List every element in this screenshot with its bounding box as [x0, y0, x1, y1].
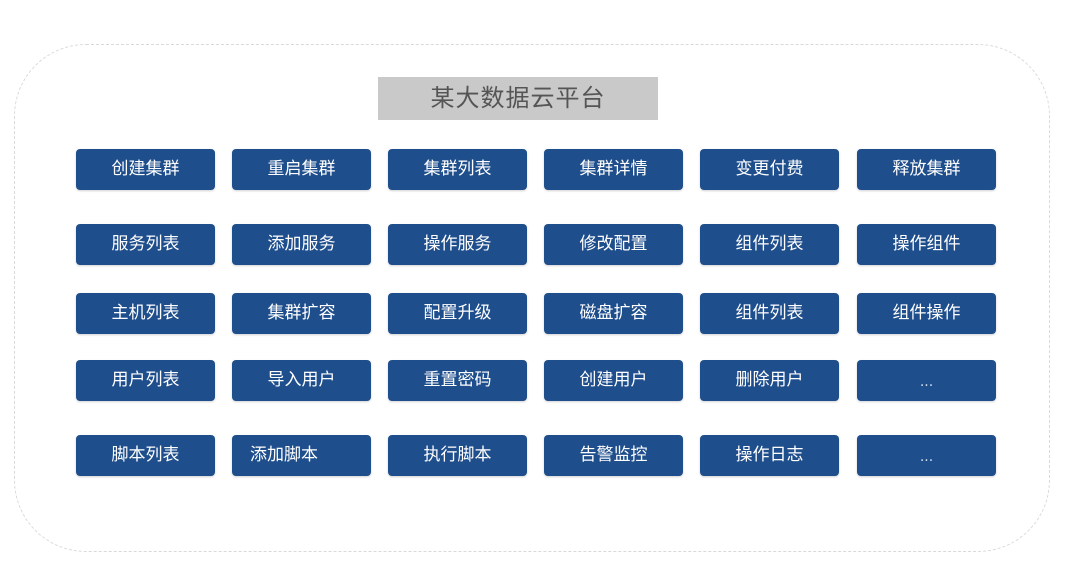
- reset-password-button[interactable]: 重置密码: [388, 360, 527, 401]
- delete-user-button[interactable]: 删除用户: [700, 360, 839, 401]
- component-list-button[interactable]: 组件列表: [700, 224, 839, 265]
- more-script-actions-button[interactable]: ...: [857, 435, 996, 476]
- component-list-button-2[interactable]: 组件列表: [700, 293, 839, 334]
- import-user-button[interactable]: 导入用户: [232, 360, 371, 401]
- cluster-detail-button[interactable]: 集群详情: [544, 149, 683, 190]
- config-upgrade-button[interactable]: 配置升级: [388, 293, 527, 334]
- release-cluster-button[interactable]: 释放集群: [857, 149, 996, 190]
- create-cluster-button[interactable]: 创建集群: [76, 149, 215, 190]
- user-list-button[interactable]: 用户列表: [76, 360, 215, 401]
- service-list-button[interactable]: 服务列表: [76, 224, 215, 265]
- operation-log-button[interactable]: 操作日志: [700, 435, 839, 476]
- modify-config-button[interactable]: 修改配置: [544, 224, 683, 265]
- component-operation-button[interactable]: 组件操作: [857, 293, 996, 334]
- host-list-button[interactable]: 主机列表: [76, 293, 215, 334]
- restart-cluster-button[interactable]: 重启集群: [232, 149, 371, 190]
- execute-script-button[interactable]: 执行脚本: [388, 435, 527, 476]
- platform-frame: [14, 44, 1050, 552]
- create-user-button[interactable]: 创建用户: [544, 360, 683, 401]
- more-user-actions-button[interactable]: ...: [857, 360, 996, 401]
- add-service-button[interactable]: 添加服务: [232, 224, 371, 265]
- operate-component-button[interactable]: 操作组件: [857, 224, 996, 265]
- add-script-button[interactable]: 添加脚本: [232, 435, 371, 476]
- alert-monitor-button[interactable]: 告警监控: [544, 435, 683, 476]
- disk-expand-button[interactable]: 磁盘扩容: [544, 293, 683, 334]
- cluster-scale-out-button[interactable]: 集群扩容: [232, 293, 371, 334]
- script-list-button[interactable]: 脚本列表: [76, 435, 215, 476]
- cluster-list-button[interactable]: 集群列表: [388, 149, 527, 190]
- platform-title: 某大数据云平台: [378, 77, 658, 120]
- operate-service-button[interactable]: 操作服务: [388, 224, 527, 265]
- change-billing-button[interactable]: 变更付费: [700, 149, 839, 190]
